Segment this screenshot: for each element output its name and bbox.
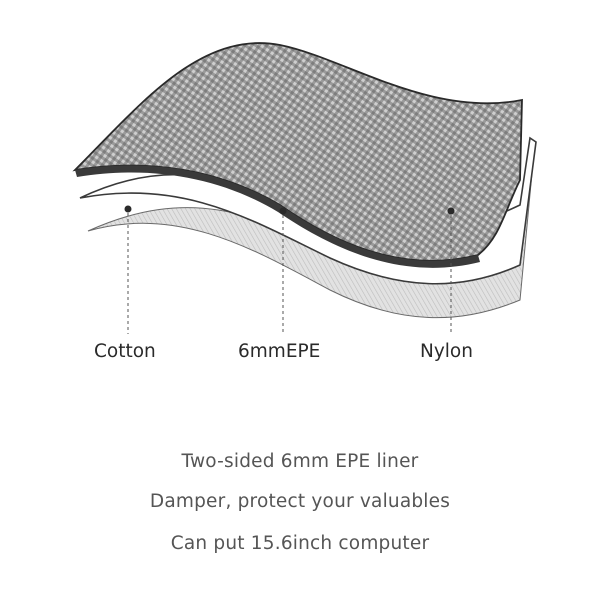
caption-liner: Two-sided 6mm EPE liner [181,451,419,472]
label-cotton: Cotton [94,341,156,362]
epe-pointer-dot [279,207,287,215]
nylon-pointer-dot [447,207,455,215]
label-nylon: Nylon [420,341,473,362]
label-epe: 6mmEPE [238,341,321,362]
caption-computer: Can put 15.6inch computer [170,533,430,554]
cotton-pointer-dot [124,205,132,213]
caption-damper: Damper, protect your valuables [149,491,451,512]
